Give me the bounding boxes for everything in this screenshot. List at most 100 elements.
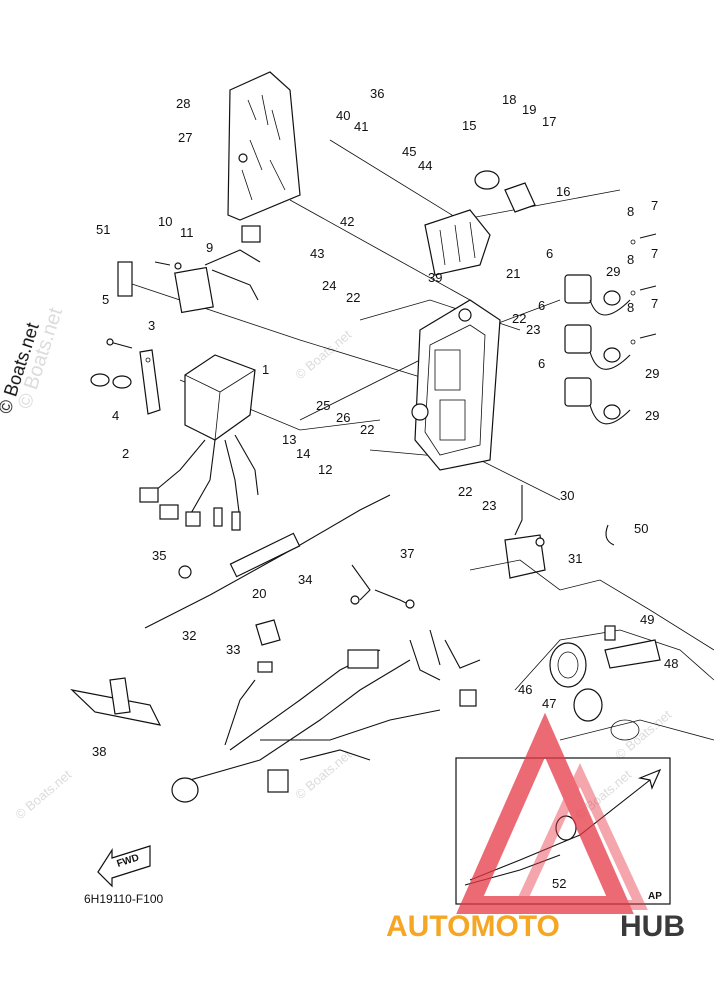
part-1-cdi-unit — [139, 354, 259, 531]
callout-26: 26 — [336, 410, 350, 425]
callout-22-1: 22 — [512, 311, 526, 326]
callout-29: 29 — [606, 264, 620, 279]
callout-29-2: 29 — [645, 408, 659, 423]
callout-2: 2 — [122, 446, 129, 461]
part-6-ignition-coils — [564, 274, 592, 407]
part-35-clamp — [178, 565, 192, 579]
callout-31: 31 — [568, 551, 582, 566]
part-21-bracket — [411, 299, 501, 471]
callout-25: 25 — [316, 398, 330, 413]
part-38-bracket — [70, 677, 162, 726]
callout-20: 20 — [252, 586, 266, 601]
callout-17: 17 — [542, 114, 556, 129]
callout-7-1: 7 — [651, 246, 658, 261]
callout-28: 28 — [176, 96, 190, 111]
callout-24: 24 — [322, 278, 336, 293]
part-39-rectifier-regulator — [424, 209, 491, 276]
callout-9: 9 — [206, 240, 213, 255]
callout-33: 33 — [226, 642, 240, 657]
callout-38: 38 — [92, 744, 106, 759]
callout-29-1: 29 — [645, 366, 659, 381]
inset-label: AP — [648, 891, 662, 902]
logo-part-automoto: AUTOMOTO — [386, 910, 560, 943]
logo-triangle — [456, 712, 648, 914]
part-15-16-relay — [474, 170, 536, 213]
watermark-right: © Boats.net — [612, 707, 674, 763]
callout-23-1: 23 — [482, 498, 496, 513]
watermark-bottom-center: © Boats.net — [292, 747, 354, 803]
callout-40: 40 — [336, 108, 350, 123]
callout-6-1: 6 — [538, 298, 545, 313]
callout-22-2: 22 — [360, 422, 374, 437]
callout-39: 39 — [428, 270, 442, 285]
part-29-plug-caps — [589, 290, 631, 425]
callout-35: 35 — [152, 548, 166, 563]
callout-12: 12 — [318, 462, 332, 477]
callout-43: 43 — [310, 246, 324, 261]
engine-block-outline — [469, 559, 714, 741]
callout-51: 51 — [96, 222, 110, 237]
callout-8-1: 8 — [627, 252, 634, 267]
callout-8: 8 — [627, 204, 634, 219]
callout-7: 7 — [651, 198, 658, 213]
part-7-8-bolts — [630, 233, 657, 345]
callout-52: 52 — [552, 876, 566, 891]
callout-6: 6 — [546, 246, 553, 261]
callout-5: 5 — [102, 292, 109, 307]
callout-6-2: 6 — [538, 356, 545, 371]
part-50-clip — [605, 524, 615, 546]
part-5-bolt — [106, 338, 133, 349]
callout-3: 3 — [148, 318, 155, 333]
part-30-31-switch — [504, 485, 546, 579]
fwd-arrow: FWD — [97, 845, 151, 888]
callout-8-2: 8 — [627, 300, 634, 315]
part-32-wire-harness — [171, 629, 481, 803]
part-37-ground — [350, 564, 415, 609]
part-34-lead — [144, 494, 391, 629]
callout-50: 50 — [634, 521, 648, 536]
callout-45: 45 — [402, 144, 416, 159]
callout-14: 14 — [296, 446, 310, 461]
part-48-49-plate — [604, 625, 661, 669]
callout-19: 19 — [522, 102, 536, 117]
logo-wordmark: AUTOMOTO HUB — [386, 910, 685, 943]
callout-41: 41 — [354, 119, 368, 134]
callout-13: 13 — [282, 432, 296, 447]
callout-4: 4 — [112, 408, 119, 423]
callout-21: 21 — [506, 266, 520, 281]
callout-16: 16 — [556, 184, 570, 199]
callout-48: 48 — [664, 656, 678, 671]
callout-44: 44 — [418, 158, 432, 173]
callout-18: 18 — [502, 92, 516, 107]
part-4-clamps — [90, 373, 132, 389]
callout-labels: 1234566677788891011121314151617181920212… — [92, 86, 678, 891]
part-10-11-bolt — [154, 261, 182, 270]
part-9-rectifier — [174, 225, 261, 314]
callout-23: 23 — [526, 322, 540, 337]
watermark-bottom-left: © Boats.net — [12, 767, 74, 823]
part-33-connector — [257, 661, 273, 673]
callout-37: 37 — [400, 546, 414, 561]
callout-32: 32 — [182, 628, 196, 643]
callout-27: 27 — [178, 130, 192, 145]
logo-part-hub: HUB — [620, 910, 685, 943]
callout-49: 49 — [640, 612, 654, 627]
callout-47: 47 — [542, 696, 556, 711]
callout-22-3: 22 — [458, 484, 472, 499]
callout-22: 22 — [346, 290, 360, 305]
part-51-label — [117, 261, 133, 297]
part-20-holder — [255, 619, 281, 646]
callout-42: 42 — [340, 214, 354, 229]
callout-11: 11 — [180, 225, 194, 240]
callout-1: 1 — [262, 362, 269, 377]
assembly-guide-lines — [119, 139, 621, 501]
callout-34: 34 — [298, 572, 312, 587]
part-3-bracket — [139, 349, 161, 415]
callout-7-2: 7 — [651, 296, 658, 311]
callout-30: 30 — [560, 488, 574, 503]
diagram-code: 6H19110-F100 — [84, 892, 163, 906]
part-46-47-grommet — [549, 642, 603, 722]
callout-15: 15 — [462, 118, 476, 133]
